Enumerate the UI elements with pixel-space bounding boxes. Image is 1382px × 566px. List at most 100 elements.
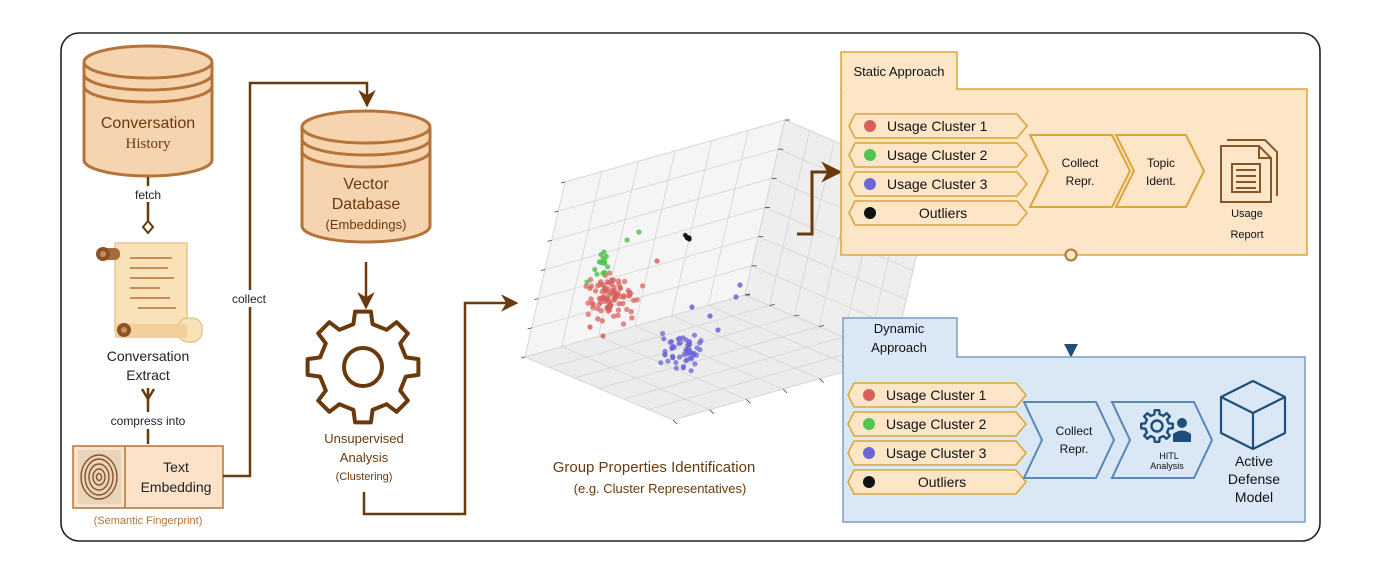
scroll-icon bbox=[96, 242, 203, 343]
collect-label: collect bbox=[232, 292, 267, 306]
scatter-point bbox=[697, 347, 703, 353]
scatter-point bbox=[588, 296, 594, 302]
scatter-point bbox=[654, 258, 660, 264]
scatter-point bbox=[658, 360, 664, 366]
scatter-point bbox=[588, 283, 595, 289]
static-collect-label: Collect bbox=[1062, 156, 1099, 170]
scatter-point bbox=[585, 300, 591, 306]
cluster-tag bbox=[848, 142, 1029, 168]
static-cluster-list: Usage Cluster 1 Usage Cluster 2 Usage Clus… bbox=[848, 113, 1029, 226]
dynamic-collect-chevron bbox=[1022, 401, 1116, 479]
cluster-label: Usage Cluster 1 bbox=[886, 387, 987, 403]
scatter-point bbox=[596, 295, 603, 302]
static-title: Static Approach bbox=[853, 64, 944, 79]
scatter-point bbox=[673, 365, 680, 371]
scatter-point bbox=[628, 290, 634, 297]
connector-circle-icon bbox=[1064, 248, 1078, 262]
scatter-point bbox=[624, 237, 630, 243]
cluster-label: Usage Cluster 2 bbox=[886, 416, 987, 432]
scatter-point bbox=[662, 352, 668, 358]
scatter-point bbox=[601, 249, 607, 255]
scatter-point bbox=[624, 306, 630, 313]
scatter-point bbox=[691, 332, 698, 338]
scatter-point bbox=[605, 264, 611, 270]
hitl-label: HITL bbox=[1159, 451, 1179, 461]
unsupervised-label: Unsupervised bbox=[324, 431, 404, 446]
scatter-point bbox=[640, 283, 646, 289]
cluster-tag bbox=[848, 200, 1029, 226]
scatter-point bbox=[590, 304, 596, 311]
cluster-tag bbox=[847, 440, 1028, 466]
dynamic-tab bbox=[842, 317, 958, 359]
vector-database-label-3: (Embeddings) bbox=[326, 217, 407, 232]
cluster-label: Usage Cluster 2 bbox=[887, 147, 988, 163]
scatter-point bbox=[601, 260, 607, 266]
cluster-label: Usage Cluster 1 bbox=[887, 118, 988, 134]
scatter-point bbox=[660, 330, 666, 337]
hitl-label-2: Analysis bbox=[1150, 461, 1184, 471]
cluster-tag bbox=[848, 171, 1029, 197]
conversation-history-label: Conversation bbox=[101, 115, 195, 132]
usage-report-label-2: Report bbox=[1230, 229, 1263, 241]
scatter-point bbox=[634, 297, 640, 303]
cluster-dot-icon bbox=[863, 447, 875, 459]
scatter-point bbox=[615, 312, 621, 318]
conversation-extract-label-2: Extract bbox=[126, 367, 170, 383]
gear-to-plot-arrow bbox=[362, 294, 519, 516]
scatter-point bbox=[615, 307, 622, 313]
cluster-label: Outliers bbox=[918, 474, 966, 490]
static-collect-chevron bbox=[1028, 134, 1132, 208]
cluster-label: Usage Cluster 3 bbox=[886, 445, 987, 461]
scatter-point bbox=[621, 278, 628, 285]
dynamic-title-2: Approach bbox=[871, 340, 927, 355]
compress-label: compress into bbox=[111, 414, 186, 428]
scatter-point bbox=[665, 358, 671, 364]
vector-database-icon bbox=[300, 109, 432, 244]
dynamic-hitl-chevron bbox=[1110, 401, 1214, 479]
outer-frame bbox=[60, 32, 1321, 542]
scatter-point bbox=[599, 288, 605, 295]
text-embedding-label-2: Embedding bbox=[141, 479, 212, 495]
scatter-point bbox=[628, 309, 634, 315]
scatter-point bbox=[601, 269, 608, 275]
scatter-point bbox=[683, 337, 689, 343]
vector-database-label: Vector bbox=[343, 176, 389, 193]
scatter-point bbox=[607, 303, 613, 309]
cluster-label: Usage Cluster 3 bbox=[887, 176, 988, 192]
scatter-point bbox=[692, 361, 698, 367]
fetch-label: fetch bbox=[135, 188, 161, 202]
scatter-point bbox=[689, 304, 695, 310]
hitl-gear-outline bbox=[1140, 409, 1174, 443]
gear-outline bbox=[305, 309, 421, 425]
scatter-point bbox=[683, 358, 689, 364]
scatter-point bbox=[737, 282, 743, 288]
usage-report-label: Usage bbox=[1231, 208, 1263, 220]
scatter-point bbox=[585, 311, 591, 317]
cluster-tag bbox=[847, 382, 1028, 408]
scatter-point bbox=[600, 333, 606, 339]
unsupervised-label-3: (Clustering) bbox=[336, 471, 393, 483]
cube-icon bbox=[1219, 379, 1287, 451]
group-properties-title: Group Properties Identification bbox=[553, 459, 756, 476]
scatter-point bbox=[592, 266, 598, 273]
scatter-point bbox=[603, 253, 609, 259]
fingerprint-icon bbox=[78, 450, 121, 504]
scatter-point bbox=[592, 288, 599, 294]
scatter-point bbox=[594, 271, 600, 277]
cluster-label: Outliers bbox=[919, 205, 967, 221]
conversation-history-label-2: History bbox=[126, 136, 172, 152]
scatter-point bbox=[707, 313, 713, 319]
scatter-point bbox=[606, 279, 612, 286]
scatter-point bbox=[675, 336, 681, 342]
scatter-point bbox=[680, 365, 686, 371]
unsupervised-label-2: Analysis bbox=[340, 450, 389, 465]
hitl-gear-hole bbox=[1150, 419, 1164, 433]
scatter-point bbox=[673, 360, 679, 366]
plot-to-static-arrow bbox=[797, 161, 843, 236]
conversation-history-db-icon bbox=[82, 44, 214, 178]
scatter-point bbox=[636, 229, 642, 235]
scatter-point bbox=[598, 308, 604, 314]
static-topic-label-2: Ident. bbox=[1146, 174, 1176, 188]
gear-icon bbox=[305, 309, 421, 425]
